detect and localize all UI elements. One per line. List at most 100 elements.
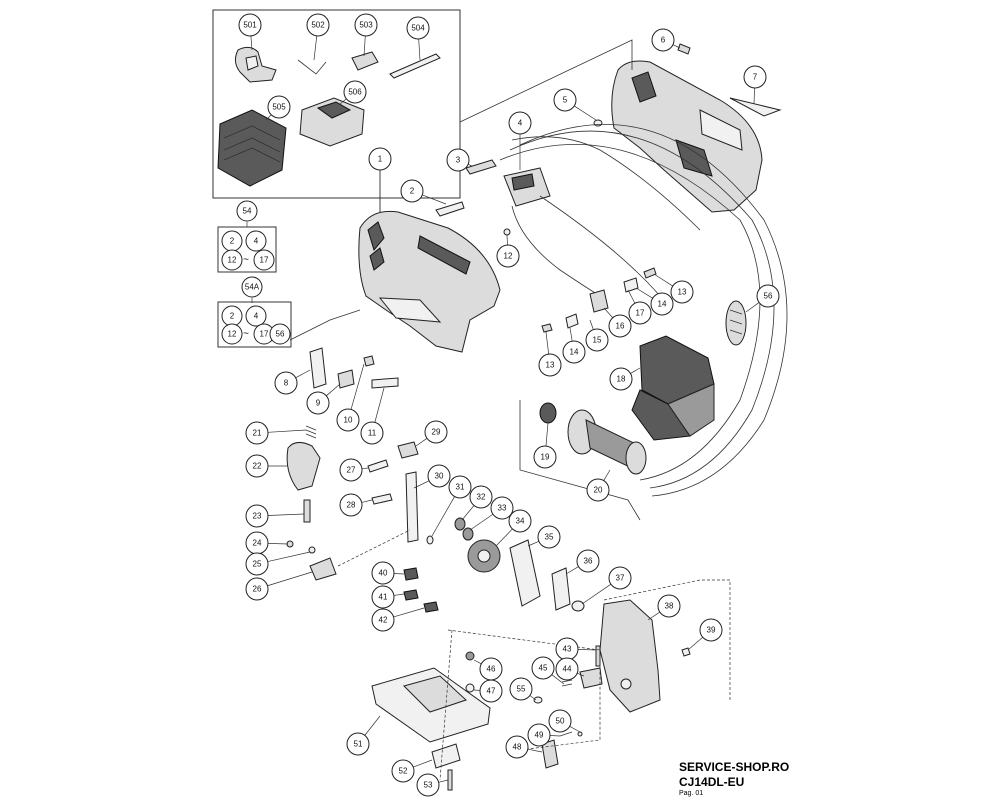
callout-circle [245,577,269,601]
callout-number: 9 [316,399,321,408]
leader-line-23 [267,513,305,516]
callout-number: 17 [636,309,645,318]
callout-circle [274,371,298,395]
callout-506: 506 [343,80,367,104]
callout-number: 33 [498,504,507,513]
callout-number: 15 [593,336,602,345]
callout-5: 5 [553,88,577,112]
callout-circle [555,657,579,681]
callout-24: 24 [245,531,269,555]
lever-44 [579,667,603,689]
callout-number: 501 [243,21,257,30]
callout-1: 1 [368,147,392,171]
callout-55: 55 [509,677,533,701]
assembly-line-base [447,629,601,751]
leader-line-16 [603,307,613,319]
leader-line-31 [431,496,455,537]
lever-26 [309,557,337,581]
callout-13b: 13 [538,353,562,377]
pin-43 [595,645,601,667]
callout-circle [548,709,572,733]
wire-harness-upper [511,205,601,297]
callout-circle [650,292,674,316]
callout-number: 51 [354,740,363,749]
leader-line-19 [545,422,549,447]
callout-circle [221,249,243,271]
callout-9: 9 [306,391,330,415]
leader-line-41 [393,593,405,596]
callout-circle [496,244,520,268]
callout-51: 51 [346,732,370,756]
leader-line-2 [422,194,447,205]
callout-circle [743,65,767,89]
callout-27: 27 [339,458,363,482]
callout-number: 45 [539,664,548,673]
callout-7: 7 [743,65,767,89]
callout-number: 505 [272,103,286,112]
callout-circle [336,408,360,432]
callout-501: 501 [238,13,262,37]
callout-number: 23 [253,512,262,521]
callout-number: 50 [556,717,565,726]
callout-number: 26 [253,585,262,594]
callout-28: 28 [339,493,363,517]
label-plate-7 [729,97,782,117]
callout-34: 34 [508,509,532,533]
callout-number: 1 [378,155,383,164]
callout-8: 8 [274,371,298,395]
saw-blade-accessory [389,53,441,79]
callout-circle [339,493,363,517]
callout-circle [505,735,529,759]
callout-number: 12 [228,256,237,265]
callout-number: 37 [616,574,625,583]
callout-circle [371,585,395,609]
callout-circle [245,504,269,528]
plunger-30 [405,471,419,543]
callout-circle [585,328,609,352]
callout-circle [391,759,415,783]
callout-number: 18 [617,375,626,384]
kit-54a-item: 56 [269,323,291,345]
callout-25: 25 [245,552,269,576]
callout-number: 6 [661,36,666,45]
callout-circle [238,13,262,37]
callout-circle [343,80,367,104]
kit-54-label: 54 [236,200,258,222]
callout-14a: 14 [650,292,674,316]
callout-number: 28 [347,501,356,510]
spring-21 [305,425,317,439]
pad-40 [403,567,419,581]
leader-line-42 [393,607,425,618]
callout-circle [608,314,632,338]
callout-circle [537,525,561,549]
leader-line-501 [250,35,253,51]
housing-cover [611,60,763,213]
callout-circle [400,179,424,203]
ring-31 [426,535,434,545]
screw-10 [363,355,375,367]
callout-number: 54 [243,207,252,216]
callout-number: 40 [379,569,388,578]
kit-54a-item: 4 [245,305,267,327]
base-51 [371,667,491,743]
callout-26: 26 [245,577,269,601]
washer-25 [308,546,316,554]
callout-503: 503 [354,13,378,37]
leader-line-29 [415,438,428,447]
switch-assembly [435,159,551,236]
callout-circle [608,566,632,590]
callout-43: 43 [555,637,579,661]
callout-circle [416,773,440,797]
battery-pack [631,335,715,441]
callout-circle [538,353,562,377]
callout-49: 49 [527,723,551,747]
callout-number: 52 [399,767,408,776]
leader-line-502 [313,35,318,61]
leader-line-50 [569,725,581,733]
footer-site-name: SERVICE-SHOP.RO [679,760,790,774]
callout-number: 2 [230,312,235,321]
bracket-9 [337,369,355,389]
bearing-33 [462,527,474,541]
callout-number: 43 [563,645,572,654]
